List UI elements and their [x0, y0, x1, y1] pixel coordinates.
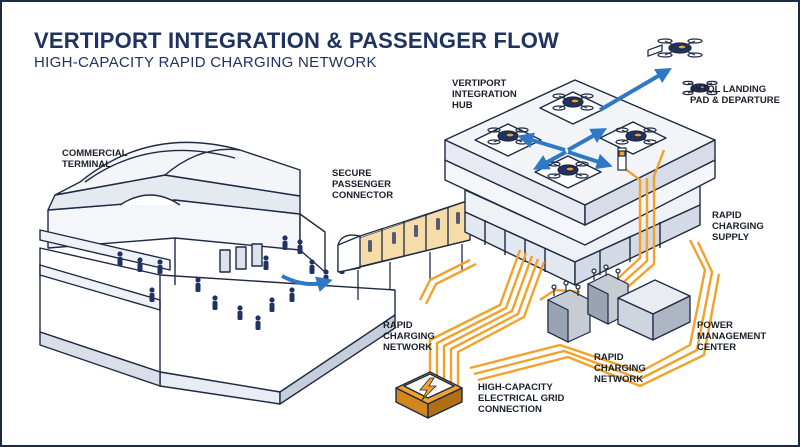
transformer-units — [547, 264, 629, 343]
transformer — [547, 280, 591, 343]
label-rapid-network-right: RAPID CHARGING NETWORK — [594, 352, 646, 385]
evtol-aircraft-group — [487, 38, 718, 179]
diagram-title: VERTIPORT INTEGRATION & PASSENGER FLOW — [34, 28, 560, 53]
grid-connection-unit — [395, 371, 463, 419]
label-rapid-supply: RAPID CHARGING SUPPLY — [712, 210, 764, 243]
label-vertiport-hub: VERTIPORT INTEGRATION HUB — [452, 78, 517, 111]
evtol-aircraft — [615, 127, 657, 145]
terminal-flow-arrow — [281, 274, 333, 292]
power-management-center — [617, 44, 691, 341]
charging-post — [617, 147, 627, 171]
commercial-terminal-building — [39, 141, 396, 405]
evtol-aircraft — [547, 161, 589, 179]
label-rapid-network-left: RAPID CHARGING NETWORK — [383, 320, 435, 353]
diagram-subtitle: HIGH-CAPACITY RAPID CHARGING NETWORK — [34, 54, 377, 71]
lightning-bolt-icon — [419, 377, 437, 401]
label-grid-connection: HIGH-CAPACITY ELECTRICAL GRID CONNECTION — [478, 382, 565, 415]
evtol-aircraft-departing — [657, 38, 703, 58]
evtol-aircraft — [552, 93, 594, 111]
secure-passenger-connector — [337, 199, 471, 300]
label-secure-connector: SECURE PASSENGER CONNECTOR — [332, 168, 394, 201]
roof-flow-arrows — [517, 67, 672, 170]
evtol-aircraft — [487, 127, 529, 145]
evtol-aircraft-departing — [682, 80, 718, 96]
label-evtol-pad: eVTOL LANDING PAD & DEPARTURE — [690, 84, 780, 106]
label-commercial-terminal: COMMERCIAL TERMINAL — [62, 148, 128, 170]
label-power-center: POWER MANAGEMENT CENTER — [697, 320, 767, 353]
connector-passengers — [368, 212, 460, 252]
